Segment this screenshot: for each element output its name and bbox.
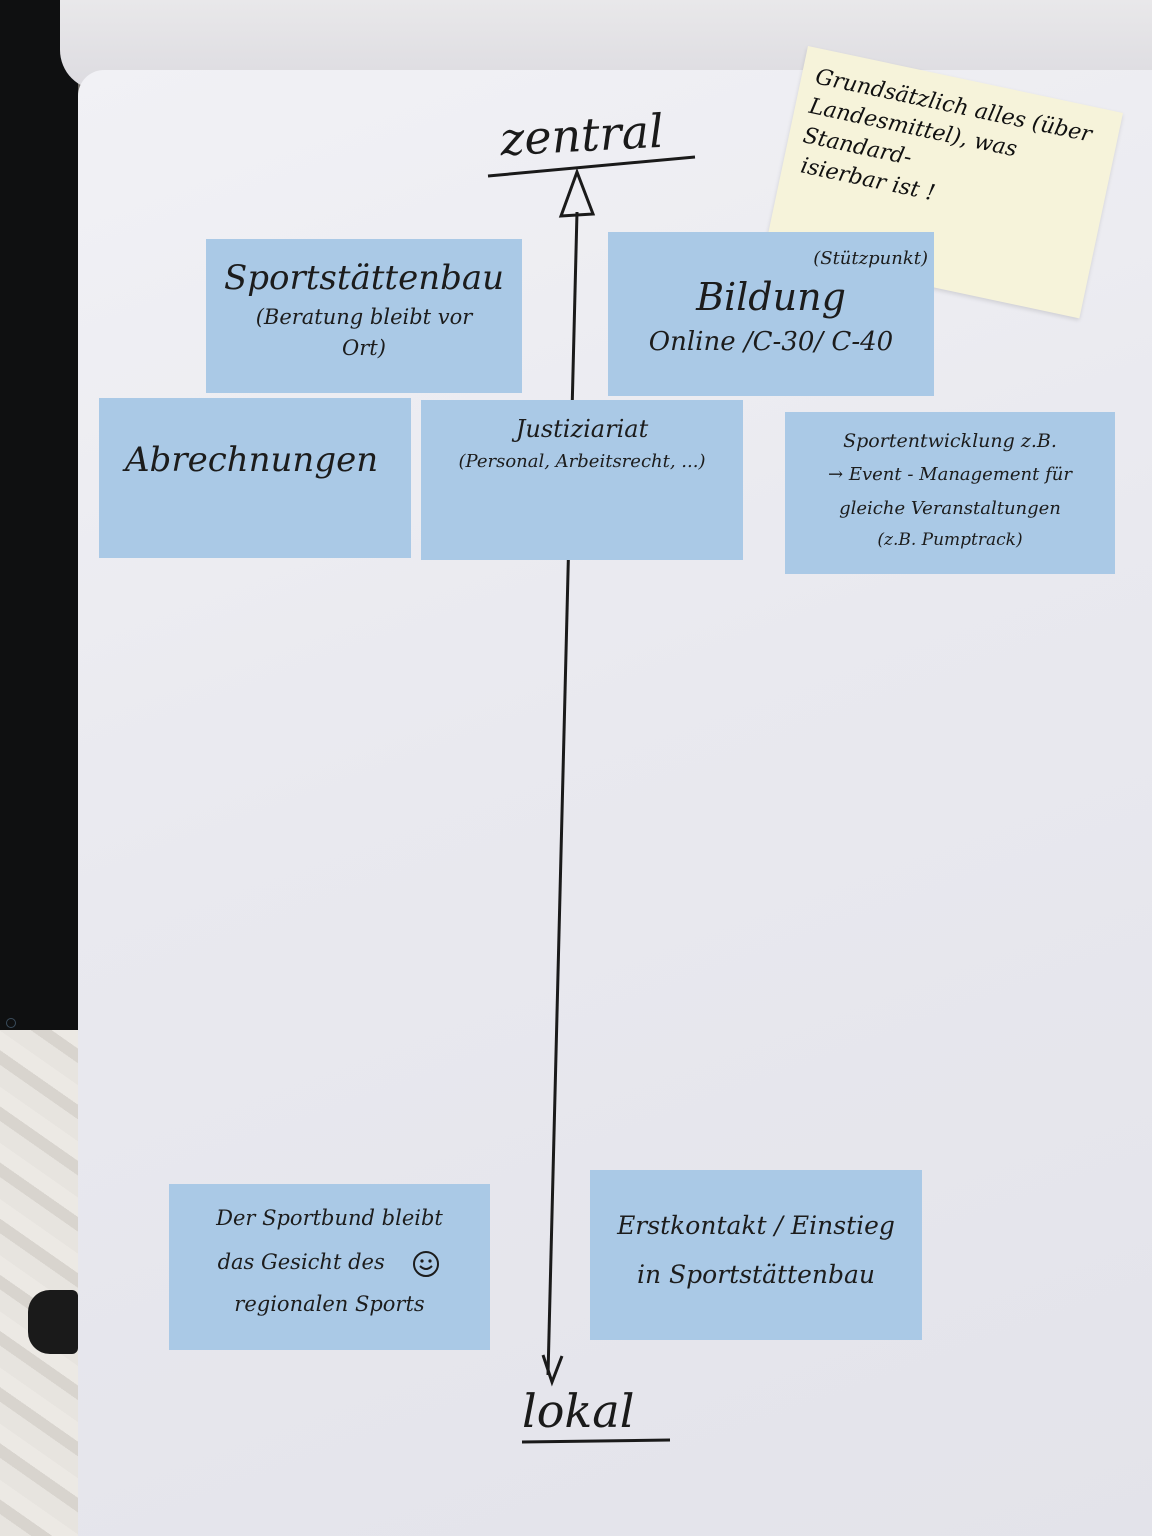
card-line: (Beratung bleibt vor: [255, 305, 473, 329]
card-justiziariat: Justiziariat (Personal, Arbeitsrecht, ..…: [421, 400, 743, 560]
card-title: Sportstättenbau: [223, 258, 505, 298]
card-sportbund: Der Sportbund bleibt das Gesicht des reg…: [169, 1184, 490, 1350]
arrow-up-icon: [558, 167, 596, 218]
card-line-text: das Gesicht des: [217, 1250, 385, 1274]
card-title: Abrechnungen: [125, 440, 379, 480]
card-line: regionalen Sports: [234, 1292, 425, 1316]
card-line: Erstkontakt / Einstieg: [617, 1211, 895, 1240]
card-note: (Stützpunkt): [813, 248, 928, 269]
card-line: Sportentwicklung z.B.: [843, 430, 1057, 452]
top-underline: [487, 155, 696, 178]
smiley-icon: [413, 1250, 440, 1277]
card-sportentwicklung: Sportentwicklung z.B. → Event - Manageme…: [785, 412, 1115, 574]
card-abrechnungen: Abrechnungen: [99, 398, 411, 558]
card-line: in Sportstättenbau: [636, 1260, 875, 1289]
label-lokal: lokal: [522, 1384, 635, 1438]
monitor-edge: [0, 0, 78, 1030]
card-line: das Gesicht des: [169, 1240, 490, 1284]
card-title: Bildung: [696, 275, 846, 319]
label-zentral: zentral: [498, 103, 666, 167]
card-erstkontakt: Erstkontakt / Einstieg in Sportstättenba…: [590, 1170, 922, 1340]
power-icon: [6, 1018, 16, 1028]
axis-line: [546, 211, 579, 1376]
flipchart-knob: [28, 1290, 78, 1354]
card-bildung: (Stützpunkt) Bildung Online /C-30/ C-40: [608, 232, 934, 396]
card-title: Justiziariat: [515, 415, 649, 443]
bottom-underline: [521, 1438, 671, 1444]
card-line: Der Sportbund bleibt: [216, 1206, 443, 1230]
card-line: (z.B. Pumptrack): [877, 530, 1023, 550]
card-line: gleiche Veranstaltungen: [839, 498, 1061, 519]
card-line: Ort): [342, 336, 386, 360]
card-line: Online /C-30/ C-40: [648, 327, 894, 357]
card-line: (Personal, Arbeitsrecht, ...): [458, 451, 706, 472]
wall-background: [0, 1030, 80, 1536]
card-sportstaettenbau: Sportstättenbau (Beratung bleibt vor Ort…: [206, 239, 522, 393]
card-line: → Event - Management für: [828, 464, 1072, 485]
arrow-down-icon: [541, 1354, 564, 1387]
